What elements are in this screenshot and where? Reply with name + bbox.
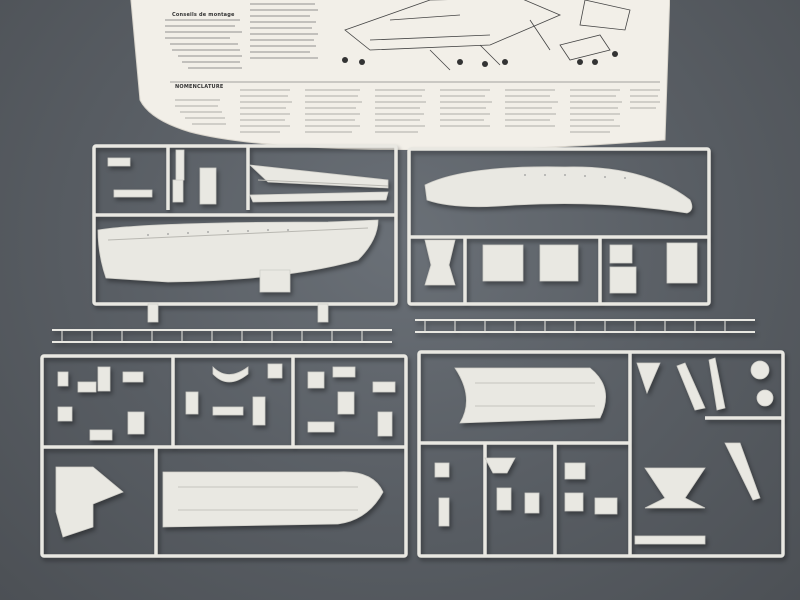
- right-railing-strip: [415, 312, 755, 342]
- upper-right-hull-sprue: [405, 145, 715, 310]
- lower-left-sprue-drawing: [40, 354, 408, 558]
- lower-right-parts-sprue: [415, 348, 787, 560]
- left-railing-strip: [52, 322, 392, 352]
- sheet-heading-parts: NOMENCLATURE: [175, 84, 224, 90]
- upper-left-hull-sprue: [88, 140, 403, 325]
- lower-left-deck-sprue: [38, 352, 410, 562]
- sheet-heading-advice: Conseils de montage: [172, 12, 235, 18]
- lower-right-sprue-drawing: [417, 350, 785, 558]
- instruction-sheet-drawing: [130, 0, 670, 150]
- upper-left-sprue-drawing: [92, 144, 398, 323]
- instruction-sheet: Conseils de montage NOMENCLATURE: [130, 0, 670, 150]
- right-railing-drawing: [415, 319, 755, 333]
- upper-right-sprue-drawing: [407, 147, 711, 306]
- left-railing-drawing: [52, 329, 392, 343]
